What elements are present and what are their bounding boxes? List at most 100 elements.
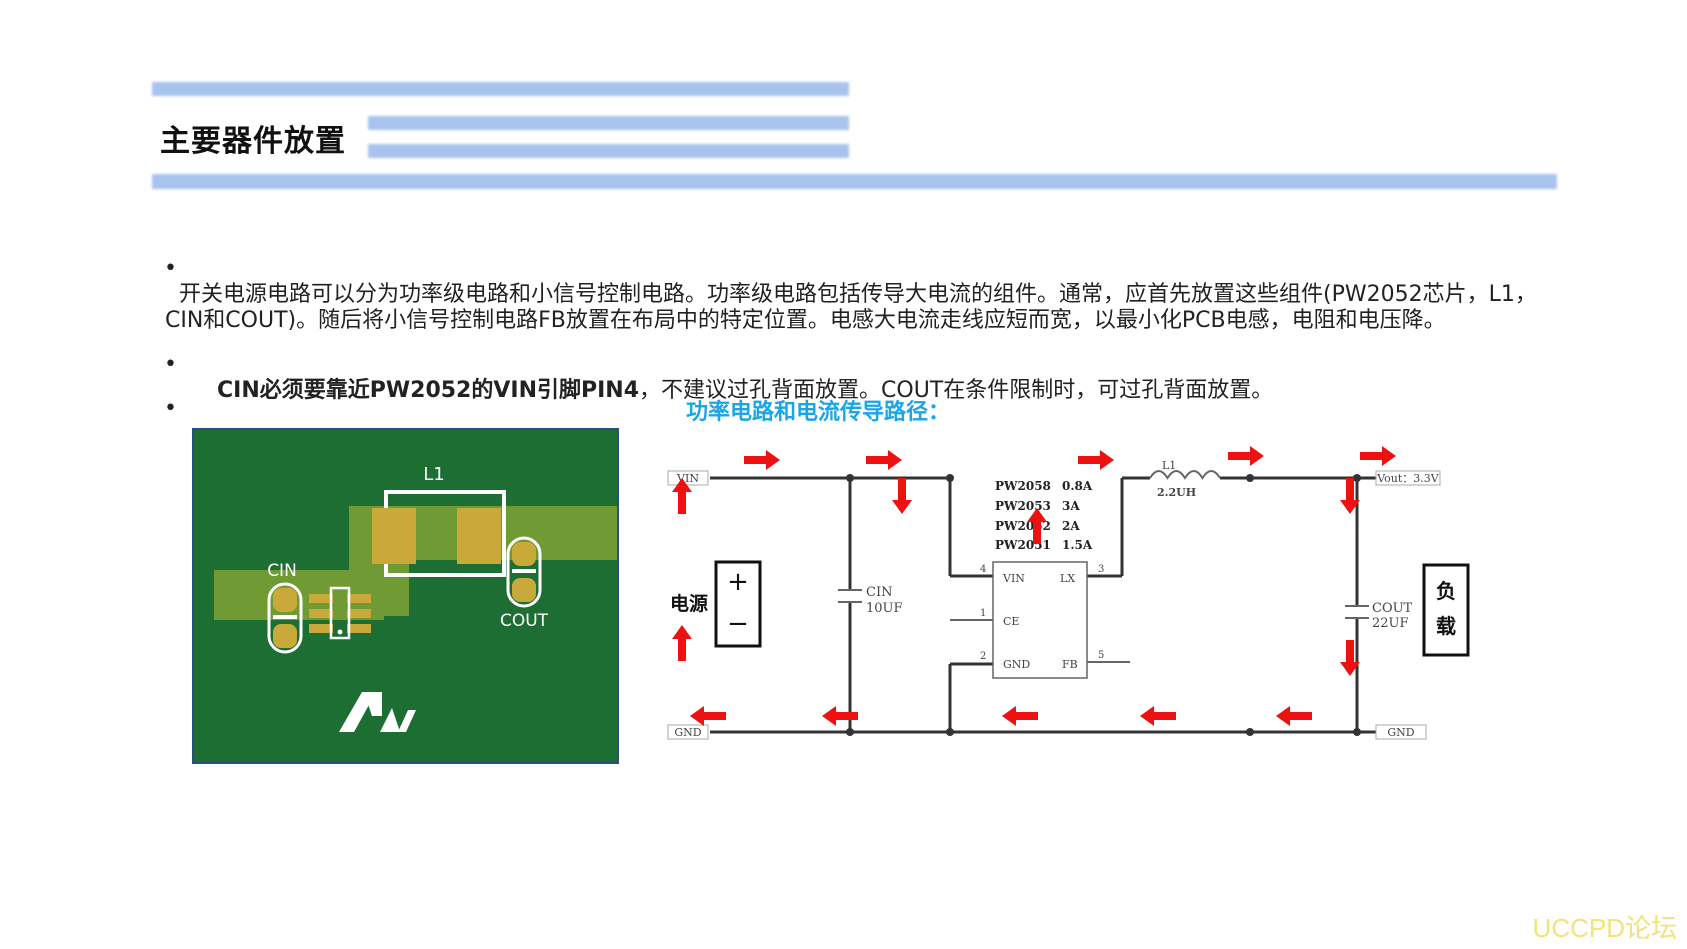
current-arrow-down [1340, 478, 1360, 514]
vout-tag [1375, 470, 1441, 486]
l1-coil [1149, 470, 1221, 480]
current-arrow-up [672, 625, 692, 661]
load-label-2: 载 [1436, 614, 1456, 638]
current-arrow-down [892, 478, 912, 514]
junction-2 [946, 474, 954, 482]
junction-7 [1246, 728, 1254, 736]
ic-pad-2 [309, 609, 333, 618]
current-arrow-down [1340, 640, 1360, 676]
bullet-mark-2: • [164, 352, 177, 377]
cout-value: 22UF [1372, 616, 1409, 631]
ic-pad-3 [309, 624, 333, 633]
bullet-text-1: 开关电源电路可以分为功率级电路和小信号控制电路。功率级电路包括传导大电流的组件。… [165, 256, 1540, 334]
cin-mark [273, 615, 297, 619]
junction-5 [846, 728, 854, 736]
vout-label: Vout：3.3V [1376, 472, 1440, 485]
current-arrow-up [672, 478, 692, 514]
current-arrow-left [822, 706, 858, 726]
cin-pad-bottom [273, 624, 297, 648]
bullet-2-bold: CIN必须要靠近PW2052的VIN引脚PIN4 [217, 378, 640, 403]
pin-5-num: 5 [1098, 650, 1104, 661]
current-arrow-left [1140, 706, 1176, 726]
l1-name: L1 [1162, 459, 1176, 472]
ic-pad-4 [347, 594, 371, 603]
power-source-box [714, 560, 762, 648]
cin-name: CIN [866, 585, 892, 600]
junction-8 [1353, 728, 1361, 736]
current-arrow-right [866, 450, 902, 470]
header-bar-mid-1 [368, 116, 849, 130]
chip-current-1: 0.8A [1062, 479, 1093, 493]
pcb-cout-label: COUT [500, 611, 549, 631]
pin-lx-label: LX [1060, 572, 1075, 585]
cin-value: 10UF [866, 601, 903, 616]
pin-vin-label: VIN [1002, 572, 1025, 585]
pin-2-num: 2 [980, 651, 986, 662]
power-source-label: 电源 [670, 592, 708, 615]
logo-icon [339, 692, 416, 732]
chip-current-2: 3A [1062, 499, 1080, 513]
cout-name: COUT [1372, 601, 1413, 616]
current-arrow-right [1078, 450, 1114, 470]
pcb-cin-label: CIN [267, 561, 297, 581]
current-arrow-right [1228, 446, 1264, 466]
cin-outline [267, 582, 303, 654]
bullet-mark-3: • [164, 396, 177, 421]
schematic-diagram: VIN GND Vout：3.3V GND L1 2.2UH CIN 10UF … [667, 446, 1470, 740]
cout-outline [506, 536, 542, 608]
pin-1-num: 1 [980, 608, 986, 619]
power-source-minus: − [727, 609, 749, 639]
pin-ce-label: CE [1003, 615, 1019, 628]
pcb-svg: L1 COUT CIN [214, 464, 617, 732]
current-arrow-up [1027, 508, 1047, 544]
page-title: 主要器件放置 [160, 124, 346, 159]
chip-part-2: PW2053 [995, 499, 1051, 513]
pin-gnd-label: GND [1003, 658, 1030, 671]
pcb-l1-label: L1 [423, 464, 444, 485]
current-arrow-right [744, 450, 780, 470]
ic-pin1-dot [337, 629, 343, 635]
load-box [1422, 563, 1470, 657]
bullet-2-text: ，不建议过孔背面放置。COUT在条件限制时，可过孔背面放置。 [639, 378, 1274, 403]
junction-3 [1246, 474, 1254, 482]
l1-value: 2.2UH [1157, 486, 1196, 499]
junction-6 [946, 728, 954, 736]
pin-fb-label: FB [1062, 658, 1078, 671]
gnd-tag-right [1375, 724, 1427, 740]
current-arrow-left [1276, 706, 1312, 726]
current-arrow-left [690, 706, 726, 726]
current-arrow-right [1360, 446, 1396, 466]
current-arrow-left [1002, 706, 1038, 726]
gnd-tag-left [667, 724, 709, 740]
watermark: UCCPD论坛 [1532, 913, 1677, 943]
pin-3-num: 3 [1098, 564, 1104, 575]
cout-mark [512, 569, 536, 573]
ic-pad-1 [309, 594, 333, 603]
junction-1 [846, 474, 854, 482]
header-bar-bottom [152, 174, 1557, 189]
header-bar-mid-2 [368, 144, 849, 158]
chip-body [992, 561, 1088, 679]
power-source-plus: + [727, 567, 749, 597]
cout-pad-top [512, 542, 536, 566]
load-label-1: 负 [1436, 579, 1456, 603]
ic-pad-5 [347, 609, 371, 618]
bullet-mark-1: • [164, 256, 177, 281]
gnd-label-left: GND [674, 726, 701, 739]
bullet-text-2: CIN必须要靠近PW2052的VIN引脚PIN4，不建议过孔背面放置。COUT在… [203, 352, 1503, 404]
ic-pad-6 [347, 624, 371, 633]
junction-4 [1353, 474, 1361, 482]
chip-current-4: 1.5A [1062, 538, 1093, 552]
pin-4-num: 4 [980, 564, 986, 575]
ic-outline [329, 586, 351, 640]
l1-pad-right [457, 508, 501, 564]
bullet-1-text: 开关电源电路可以分为功率级电路和小信号控制电路。功率级电路包括传导大电流的组件。… [165, 282, 1537, 333]
gnd-label-right: GND [1387, 726, 1414, 739]
l1-pad-left [372, 508, 416, 564]
chip-part-4: PW2051 [995, 538, 1051, 552]
current-arrows [672, 446, 1396, 726]
chip-part-1: PW2058 [995, 479, 1051, 493]
cout-pad-bottom [512, 578, 536, 602]
chip-current-3: 2A [1062, 519, 1080, 533]
pcb-layout-image: L1 COUT CIN [192, 428, 619, 764]
